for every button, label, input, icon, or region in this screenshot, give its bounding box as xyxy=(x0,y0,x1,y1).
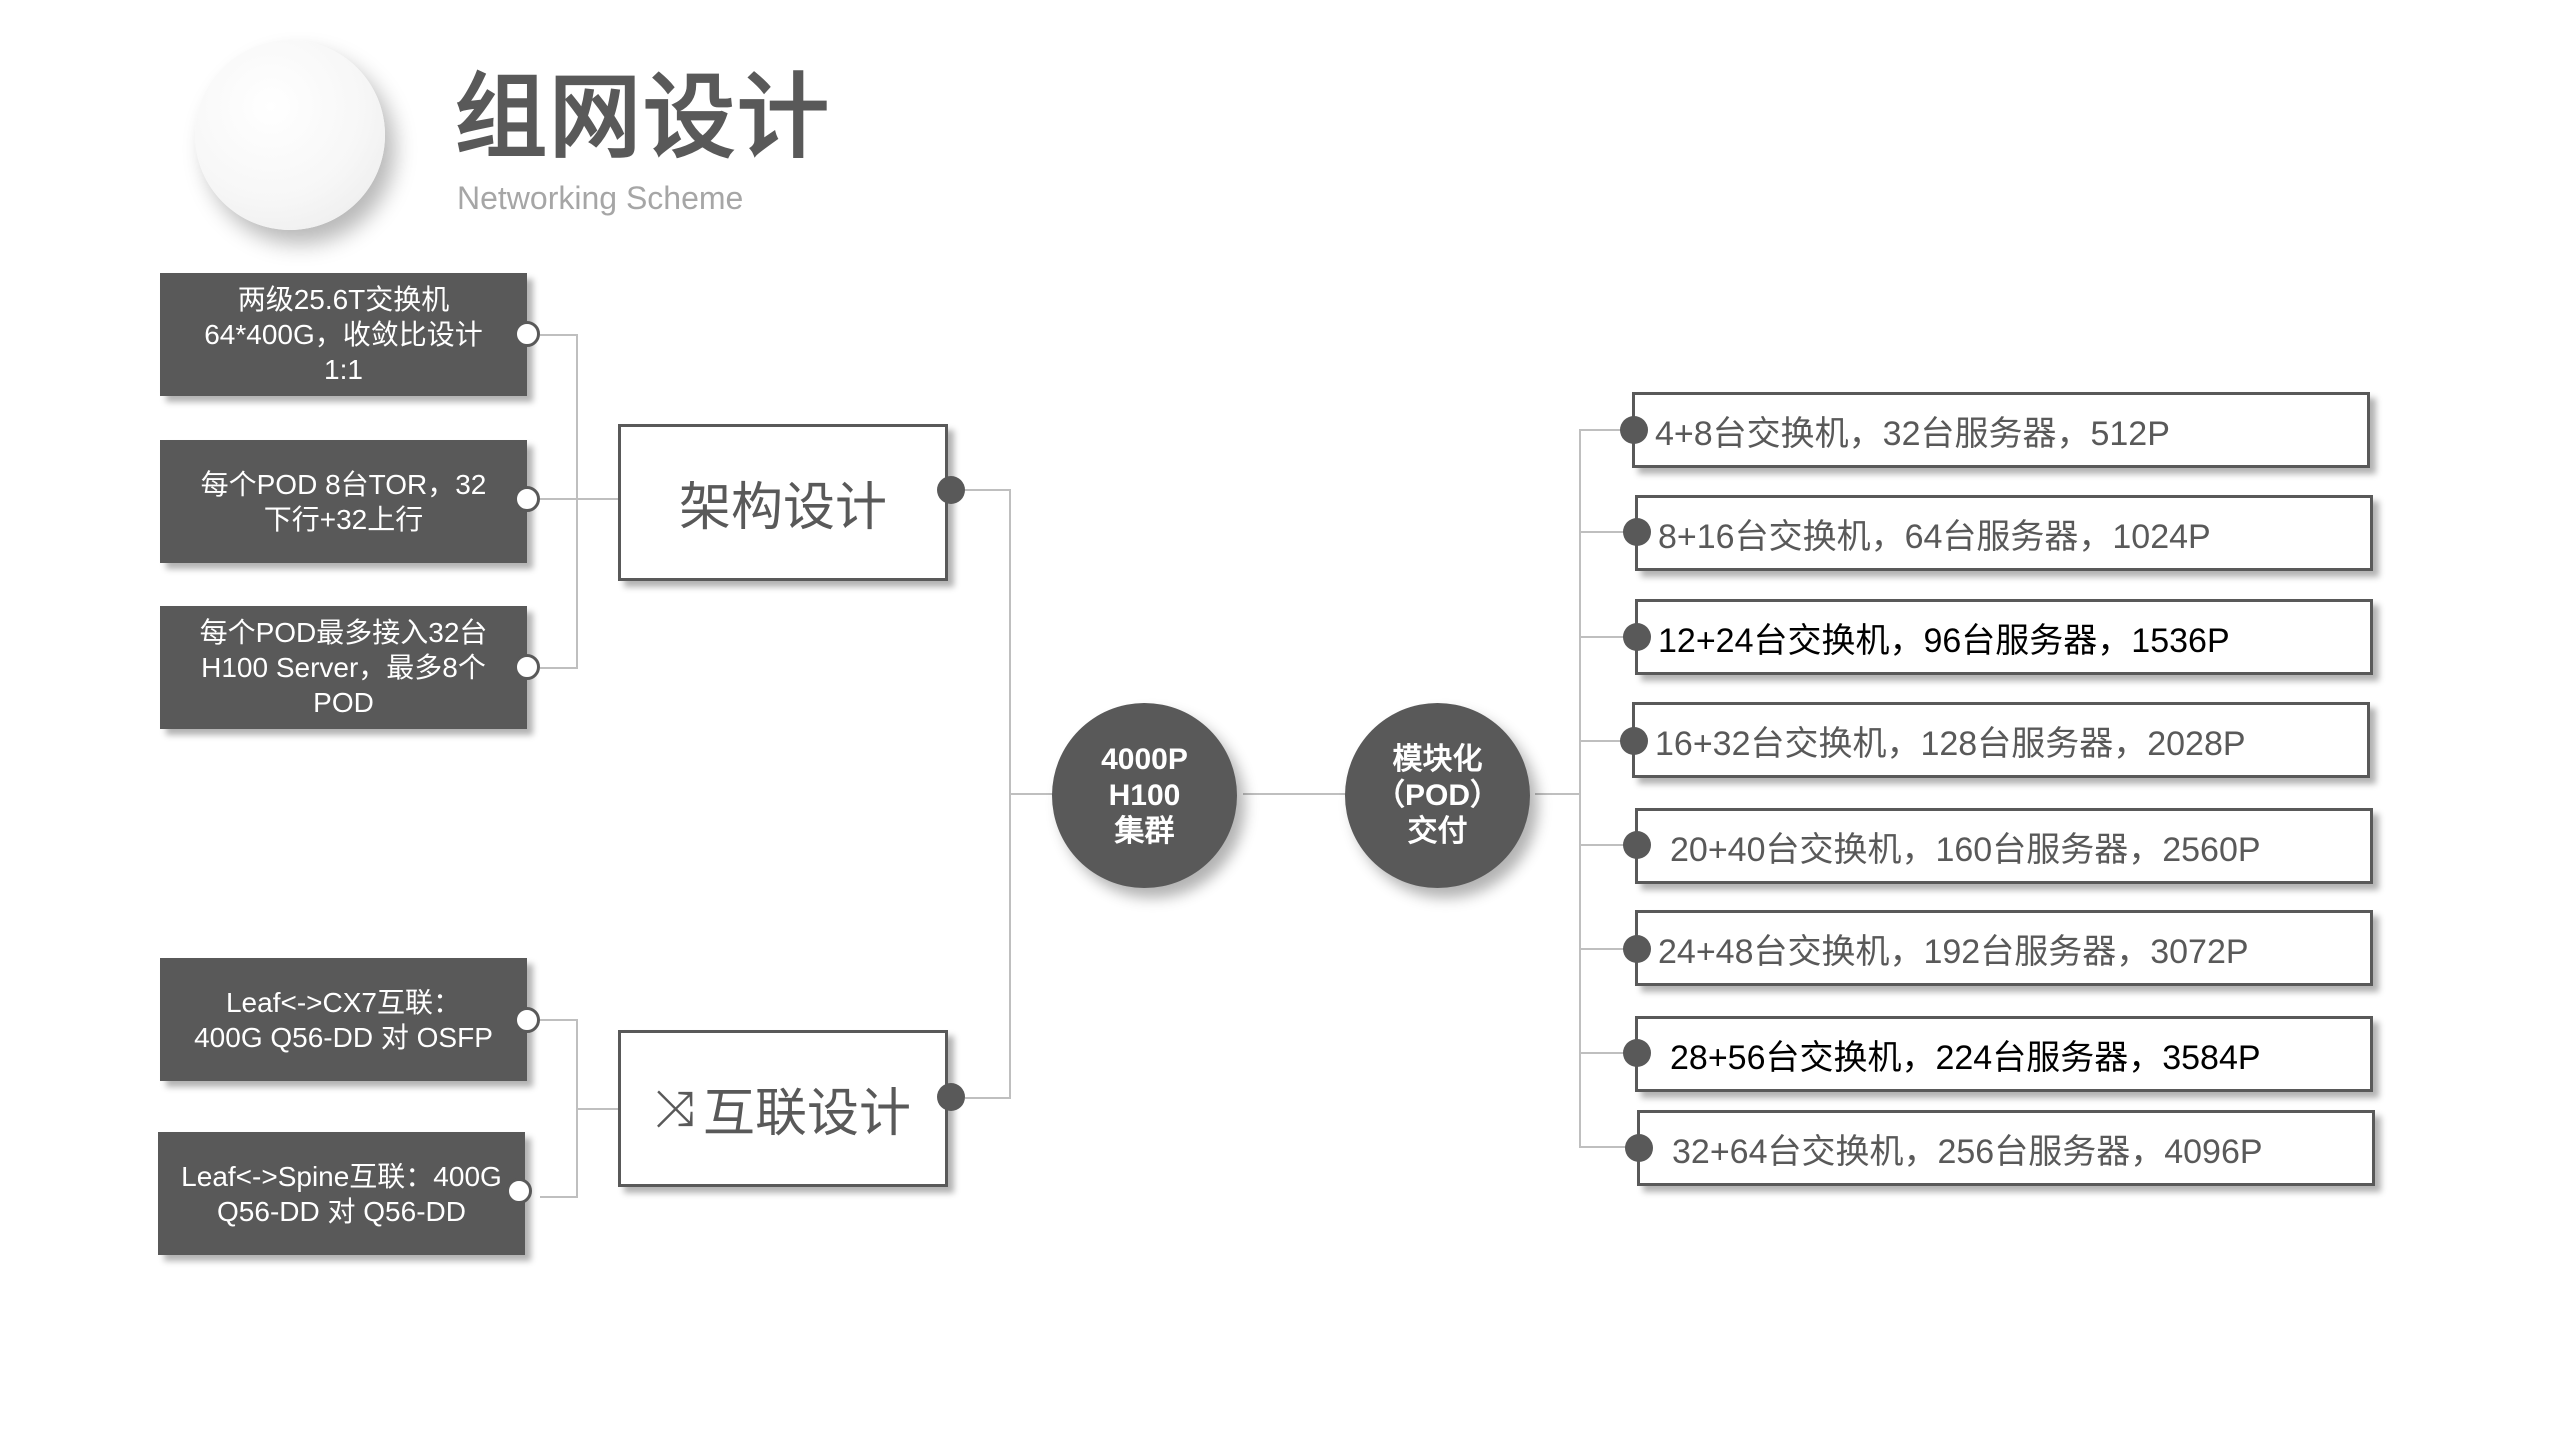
connector-dot xyxy=(506,1178,532,1204)
shuffle-icon: ⤨ xyxy=(654,1080,695,1136)
logo-circle xyxy=(195,40,385,230)
hub-line: （POD） xyxy=(1374,778,1500,812)
config-row: 28+56台交换机，224台服务器，3584P xyxy=(1635,1016,2373,1092)
config-row: 32+64台交换机，256台服务器，4096P xyxy=(1637,1110,2375,1186)
architecture-design-label: 架构设计 xyxy=(678,479,887,537)
connector-dot xyxy=(937,476,965,504)
left-box-leaf-cx7: Leaf<->CX7互联： 400G Q56-DD 对 OSFP xyxy=(160,958,527,1081)
page-subtitle: Networking Scheme xyxy=(457,180,744,216)
config-row: 20+40台交换机，160台服务器，2560P xyxy=(1635,808,2373,884)
left-box-switch-spec: 两级25.6T交换机 64*400G，收敛比设计 1:1 xyxy=(160,273,527,396)
connector-dot xyxy=(1623,1039,1651,1067)
left-box-leaf-spine: Leaf<->Spine互联：400G Q56-DD 对 Q56-DD xyxy=(158,1132,525,1255)
interconnect-design-box: ⤨ 互联设计 xyxy=(618,1030,948,1187)
cluster-hub: 4000P H100 集群 xyxy=(1052,703,1237,888)
config-row: 12+24台交换机，96台服务器，1536P xyxy=(1635,599,2373,675)
bracket-line-top-group xyxy=(540,334,578,669)
page-title: 组网设计 xyxy=(455,67,832,169)
hub-line: 集群 xyxy=(1114,814,1175,848)
hub-line: 模块化 xyxy=(1392,742,1483,776)
right-bracket xyxy=(1579,429,1637,1148)
config-row: 24+48台交换机，192台服务器，3072P xyxy=(1635,910,2373,986)
bracket-line-middle xyxy=(965,489,1011,1099)
left-box-pod-servers: 每个POD最多接入32台 H100 Server，最多8个 POD xyxy=(160,606,527,729)
modular-delivery-hub: 模块化 （POD） 交付 xyxy=(1345,703,1530,888)
architecture-design-box: 架构设计 xyxy=(618,424,948,581)
hub-line: 4000P xyxy=(1101,742,1188,776)
connector-dot xyxy=(1620,416,1648,444)
config-row: 8+16台交换机，64台服务器，1024P xyxy=(1635,495,2373,571)
hub-line: 交付 xyxy=(1407,814,1468,848)
connector-dot xyxy=(1623,623,1651,651)
config-row: 16+32台交换机，128台服务器，2028P xyxy=(1632,702,2370,778)
connector-dot xyxy=(1623,831,1651,859)
hub-line: H100 xyxy=(1108,778,1181,812)
connector-dot xyxy=(1620,727,1648,755)
bracket-line-bottom-group xyxy=(540,1019,578,1198)
connector-dot xyxy=(1623,518,1651,546)
left-box-pod-tor: 每个POD 8台TOR，32 下行+32上行 xyxy=(160,440,527,563)
interconnect-design-label: 互联设计 xyxy=(702,1085,911,1143)
connector-dot xyxy=(514,1007,540,1033)
connector-dot xyxy=(514,654,540,680)
connector-dot xyxy=(514,321,540,347)
connector-dot xyxy=(514,486,540,512)
connector-dot xyxy=(1623,935,1651,963)
connector-dot xyxy=(1625,1134,1653,1162)
config-row: 4+8台交换机，32台服务器，512P xyxy=(1632,392,2370,468)
connector-dot xyxy=(937,1083,965,1111)
